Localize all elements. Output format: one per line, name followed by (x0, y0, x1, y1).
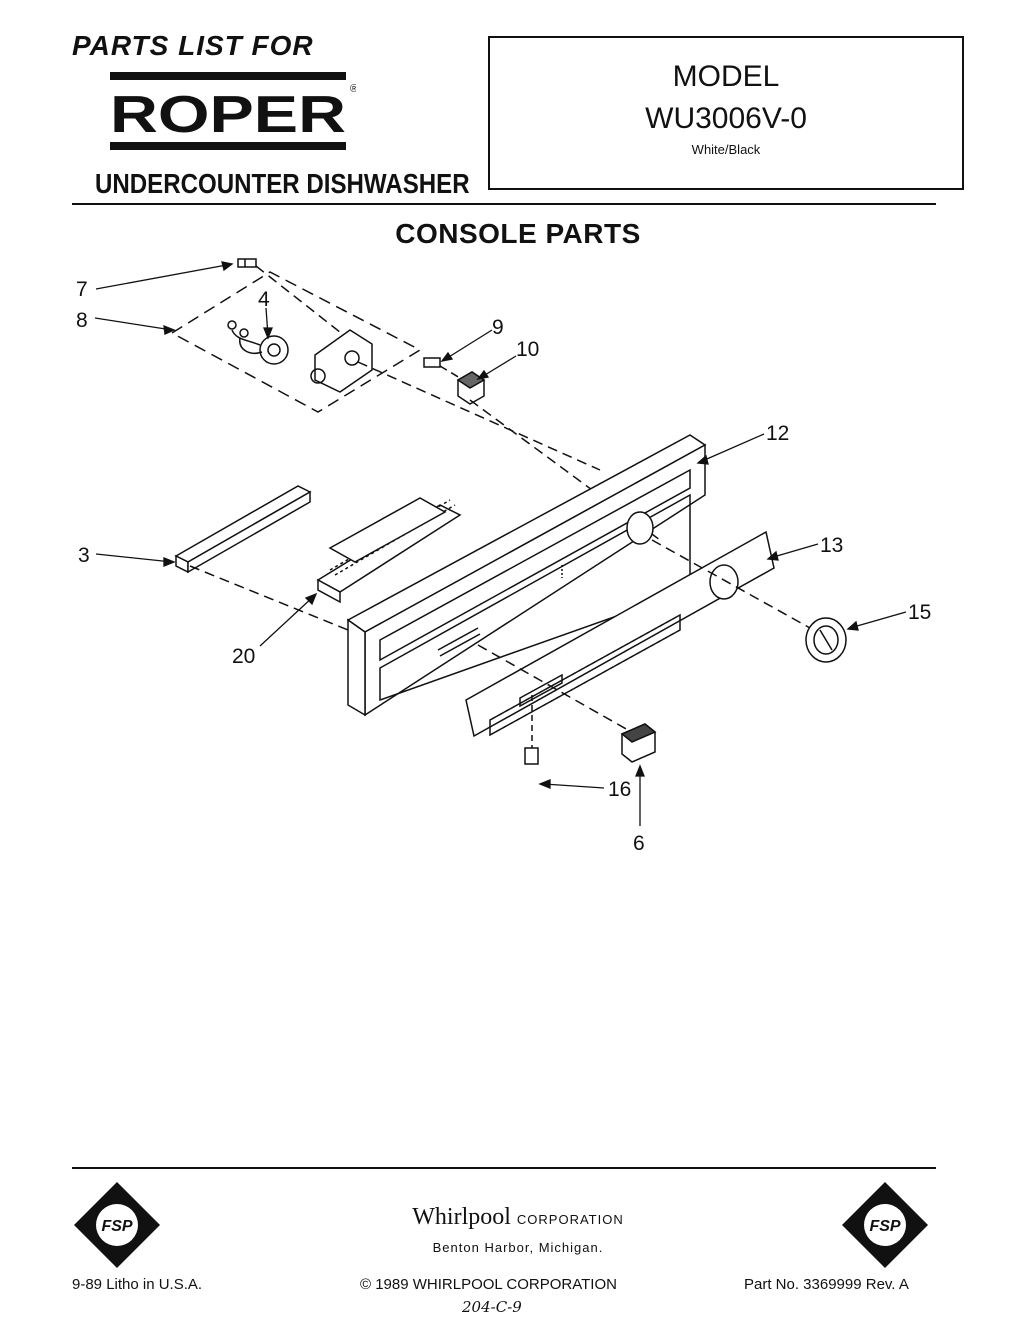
console-panel-part-12 (346, 434, 707, 717)
callout-6: 6 (633, 832, 645, 855)
callout-4: 4 (258, 288, 270, 311)
callout-8: 8 (76, 309, 88, 332)
overlay-part-13 (465, 530, 775, 738)
callout-20: 20 (232, 645, 255, 668)
fsp-logo-right: FSP (842, 1182, 928, 1268)
switch-part-10 (456, 371, 486, 405)
product-type-heading: UNDERCOUNTER DISHWASHER (95, 168, 470, 199)
copyright: © 1989 WHIRLPOOL CORPORATION (360, 1276, 617, 1293)
model-label: MODEL (672, 60, 780, 93)
handwritten-note: 204-C-9 (462, 1298, 522, 1316)
fsp-text-left: FSP (101, 1218, 132, 1235)
parts-list-for-heading: PARTS LIST FOR (72, 30, 314, 61)
brand-name: ROPER (110, 86, 346, 144)
model-number: WU3006V-0 (645, 102, 807, 135)
part-number: Part No. 3369999 Rev. A (744, 1276, 909, 1293)
roper-logo: ROPER ® (110, 72, 356, 150)
screw-part-16 (524, 695, 539, 765)
callout-9: 9 (492, 316, 504, 339)
section-title: CONSOLE PARTS (395, 218, 641, 249)
fsp-logo-left: FSP (74, 1182, 160, 1268)
motor-part-4 (227, 320, 289, 365)
callout-3-left: 3 (78, 544, 90, 567)
leader-lines (94, 261, 907, 826)
subassembly-enclosure (170, 271, 422, 413)
model-color: White/Black (691, 142, 761, 157)
footer-divider (72, 1167, 936, 1169)
callout-16: 16 (608, 778, 631, 801)
company-address: Benton Harbor, Michigan. (432, 1240, 604, 1255)
model-box: MODEL WU3006V-0 White/Black (488, 36, 964, 190)
screw-part-7 (237, 258, 257, 268)
callout-12: 12 (766, 422, 789, 445)
circuit-board-part-20 (316, 497, 462, 604)
corporation-label: CORPORATION (516, 1212, 624, 1227)
fsp-text-right: FSP (869, 1218, 900, 1235)
callout-15: 15 (908, 601, 931, 624)
pin-part-9 (423, 357, 441, 368)
callout-7: 7 (76, 278, 88, 301)
registered-mark: ® (350, 83, 356, 95)
knob-part-15 (805, 617, 847, 663)
company-name: Whirlpool CORPORATION (0, 1204, 1036, 1231)
button-part-6 (620, 723, 657, 763)
whirlpool-wordmark: Whirlpool (412, 1204, 511, 1230)
callout-10: 10 (516, 338, 539, 361)
rail-part-3 (174, 485, 312, 574)
bracket-part-8 (310, 329, 373, 393)
header-divider (72, 203, 936, 205)
print-info: 9-89 Litho in U.S.A. (72, 1276, 203, 1293)
callout-13: 13 (820, 534, 843, 557)
